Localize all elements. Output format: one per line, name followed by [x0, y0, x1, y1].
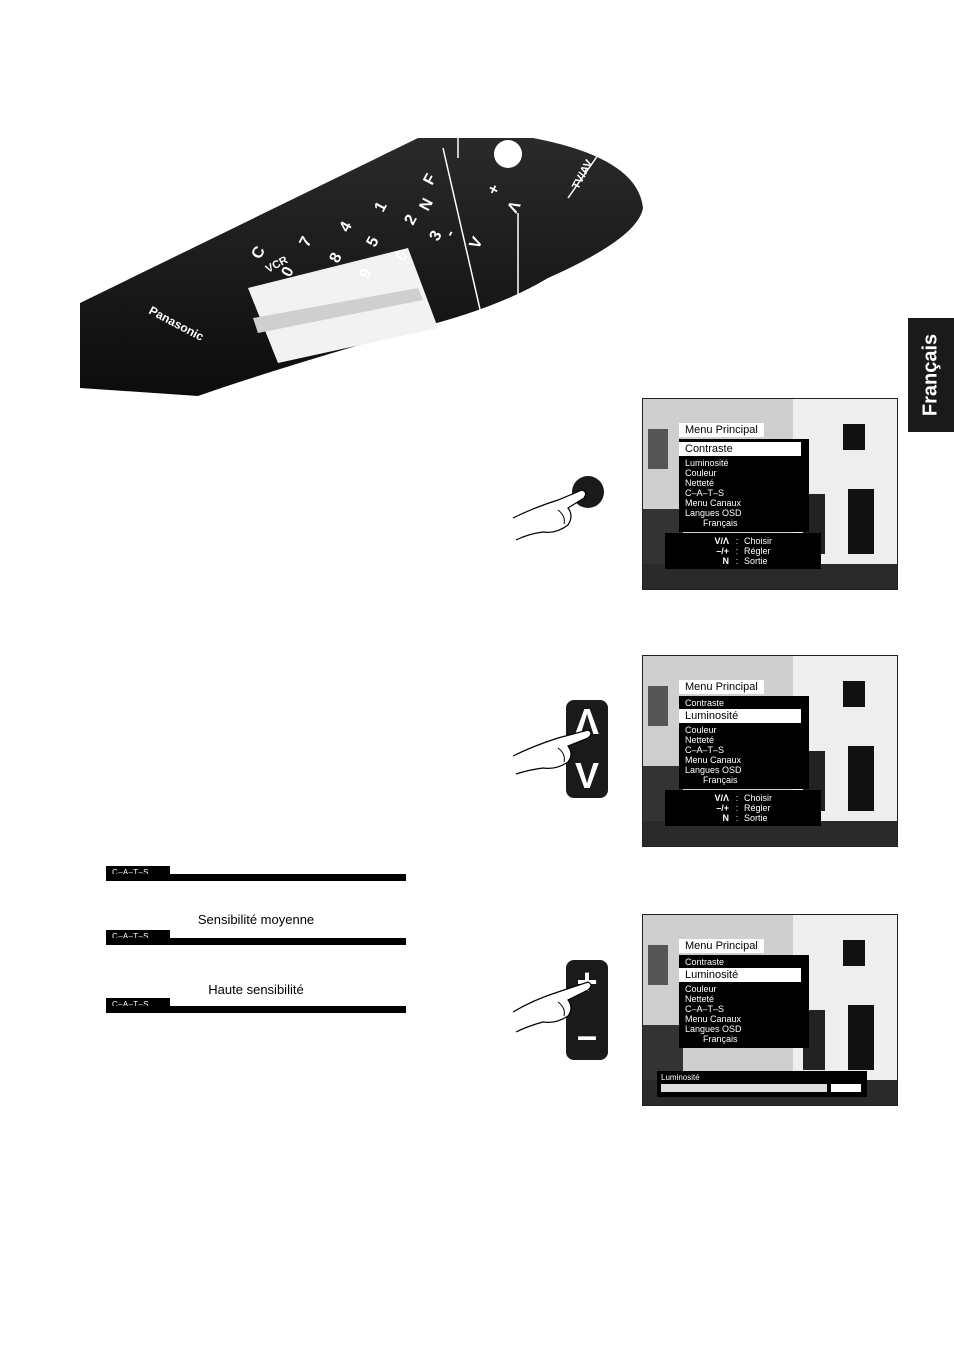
- key-colon: :: [733, 813, 741, 823]
- adjust-bar-track[interactable]: [661, 1084, 861, 1092]
- key-colon: :: [733, 546, 741, 556]
- menu-item[interactable]: Netteté: [679, 994, 809, 1004]
- cats-bar-high: Haute sensibilité C–A–T–S: [106, 978, 406, 1020]
- menu-item[interactable]: Luminosité: [679, 968, 801, 982]
- menu-item[interactable]: Menu Canaux: [679, 498, 809, 508]
- menu-item[interactable]: Luminosité: [679, 709, 801, 723]
- key-legend-row: V/Λ:Choisir: [665, 536, 821, 546]
- menu-item[interactable]: Couleur: [679, 468, 809, 478]
- cats-line: [106, 874, 406, 881]
- hand-pressing-plus-key-icon: [508, 970, 598, 1040]
- key-description: Régler: [741, 546, 771, 556]
- key-description: Sortie: [741, 556, 768, 566]
- menu-item[interactable]: Contraste: [679, 698, 809, 708]
- key-legend-row: N:Sortie: [665, 556, 821, 566]
- hand-pressing-up-key-icon: [508, 718, 598, 778]
- cats-line: [106, 938, 406, 945]
- adjust-bar-fill: [661, 1084, 827, 1092]
- key-legend-row: V/Λ:Choisir: [665, 793, 821, 803]
- menu-item[interactable]: Menu Canaux: [679, 755, 809, 765]
- hand-pressing-menu-button-icon: [508, 470, 608, 545]
- menu-item[interactable]: C–A–T–S: [679, 488, 809, 498]
- key-symbol: V/Λ: [665, 793, 733, 803]
- key-symbol: –/+: [665, 803, 733, 813]
- adjust-bar-marker: [827, 1082, 831, 1094]
- key-colon: :: [733, 536, 741, 546]
- menu-item[interactable]: C–A–T–S: [679, 745, 809, 755]
- language-tab-label: Français: [920, 334, 943, 416]
- key-legend-row: –/+:Régler: [665, 546, 821, 556]
- cats-bar-low: C–A–T–S: [106, 866, 406, 886]
- key-description: Sortie: [741, 813, 768, 823]
- menu-item[interactable]: Couleur: [679, 725, 809, 735]
- key-colon: :: [733, 556, 741, 566]
- cats-bar-medium: Sensibilité moyenne C–A–T–S: [106, 910, 406, 952]
- key-description: Choisir: [741, 536, 772, 546]
- menu-item[interactable]: Langues OSD: [679, 1024, 809, 1034]
- menu-title: Menu Principal: [679, 680, 764, 694]
- key-legend-row: N:Sortie: [665, 813, 821, 823]
- menu-item[interactable]: Menu Canaux: [679, 1014, 809, 1024]
- key-description: Régler: [741, 803, 771, 813]
- language-tab: Français: [908, 318, 954, 432]
- menu-title: Menu Principal: [679, 423, 764, 437]
- menu-title: Menu Principal: [679, 939, 764, 953]
- key-symbol: N: [665, 813, 733, 823]
- cats-caption: Haute sensibilité: [106, 982, 406, 997]
- key-description: Choisir: [741, 793, 772, 803]
- key-legend-row: –/+:Régler: [665, 803, 821, 813]
- menu-item[interactable]: Langues OSD: [679, 765, 809, 775]
- key-colon: :: [733, 793, 741, 803]
- menu-item[interactable]: Français: [679, 518, 809, 528]
- menu-item[interactable]: Français: [679, 775, 809, 785]
- key-symbol: N: [665, 556, 733, 566]
- menu-item[interactable]: Contraste: [679, 442, 801, 456]
- adjust-bar: Luminosité: [657, 1071, 867, 1097]
- menu-item[interactable]: Netteté: [679, 478, 809, 488]
- menu-item[interactable]: Contraste: [679, 957, 809, 967]
- menu-item[interactable]: C–A–T–S: [679, 1004, 809, 1014]
- cats-line: [106, 1006, 406, 1013]
- menu-item[interactable]: Luminosité: [679, 458, 809, 468]
- cats-caption: Sensibilité moyenne: [106, 912, 406, 927]
- key-symbol: –/+: [665, 546, 733, 556]
- key-colon: :: [733, 803, 741, 813]
- menu-item[interactable]: Netteté: [679, 735, 809, 745]
- key-symbol: V/Λ: [665, 536, 733, 546]
- menu-item[interactable]: Langues OSD: [679, 508, 809, 518]
- menu-item[interactable]: Couleur: [679, 984, 809, 994]
- menu-item[interactable]: Français: [679, 1034, 809, 1044]
- adjust-bar-label: Luminosité: [661, 1073, 700, 1082]
